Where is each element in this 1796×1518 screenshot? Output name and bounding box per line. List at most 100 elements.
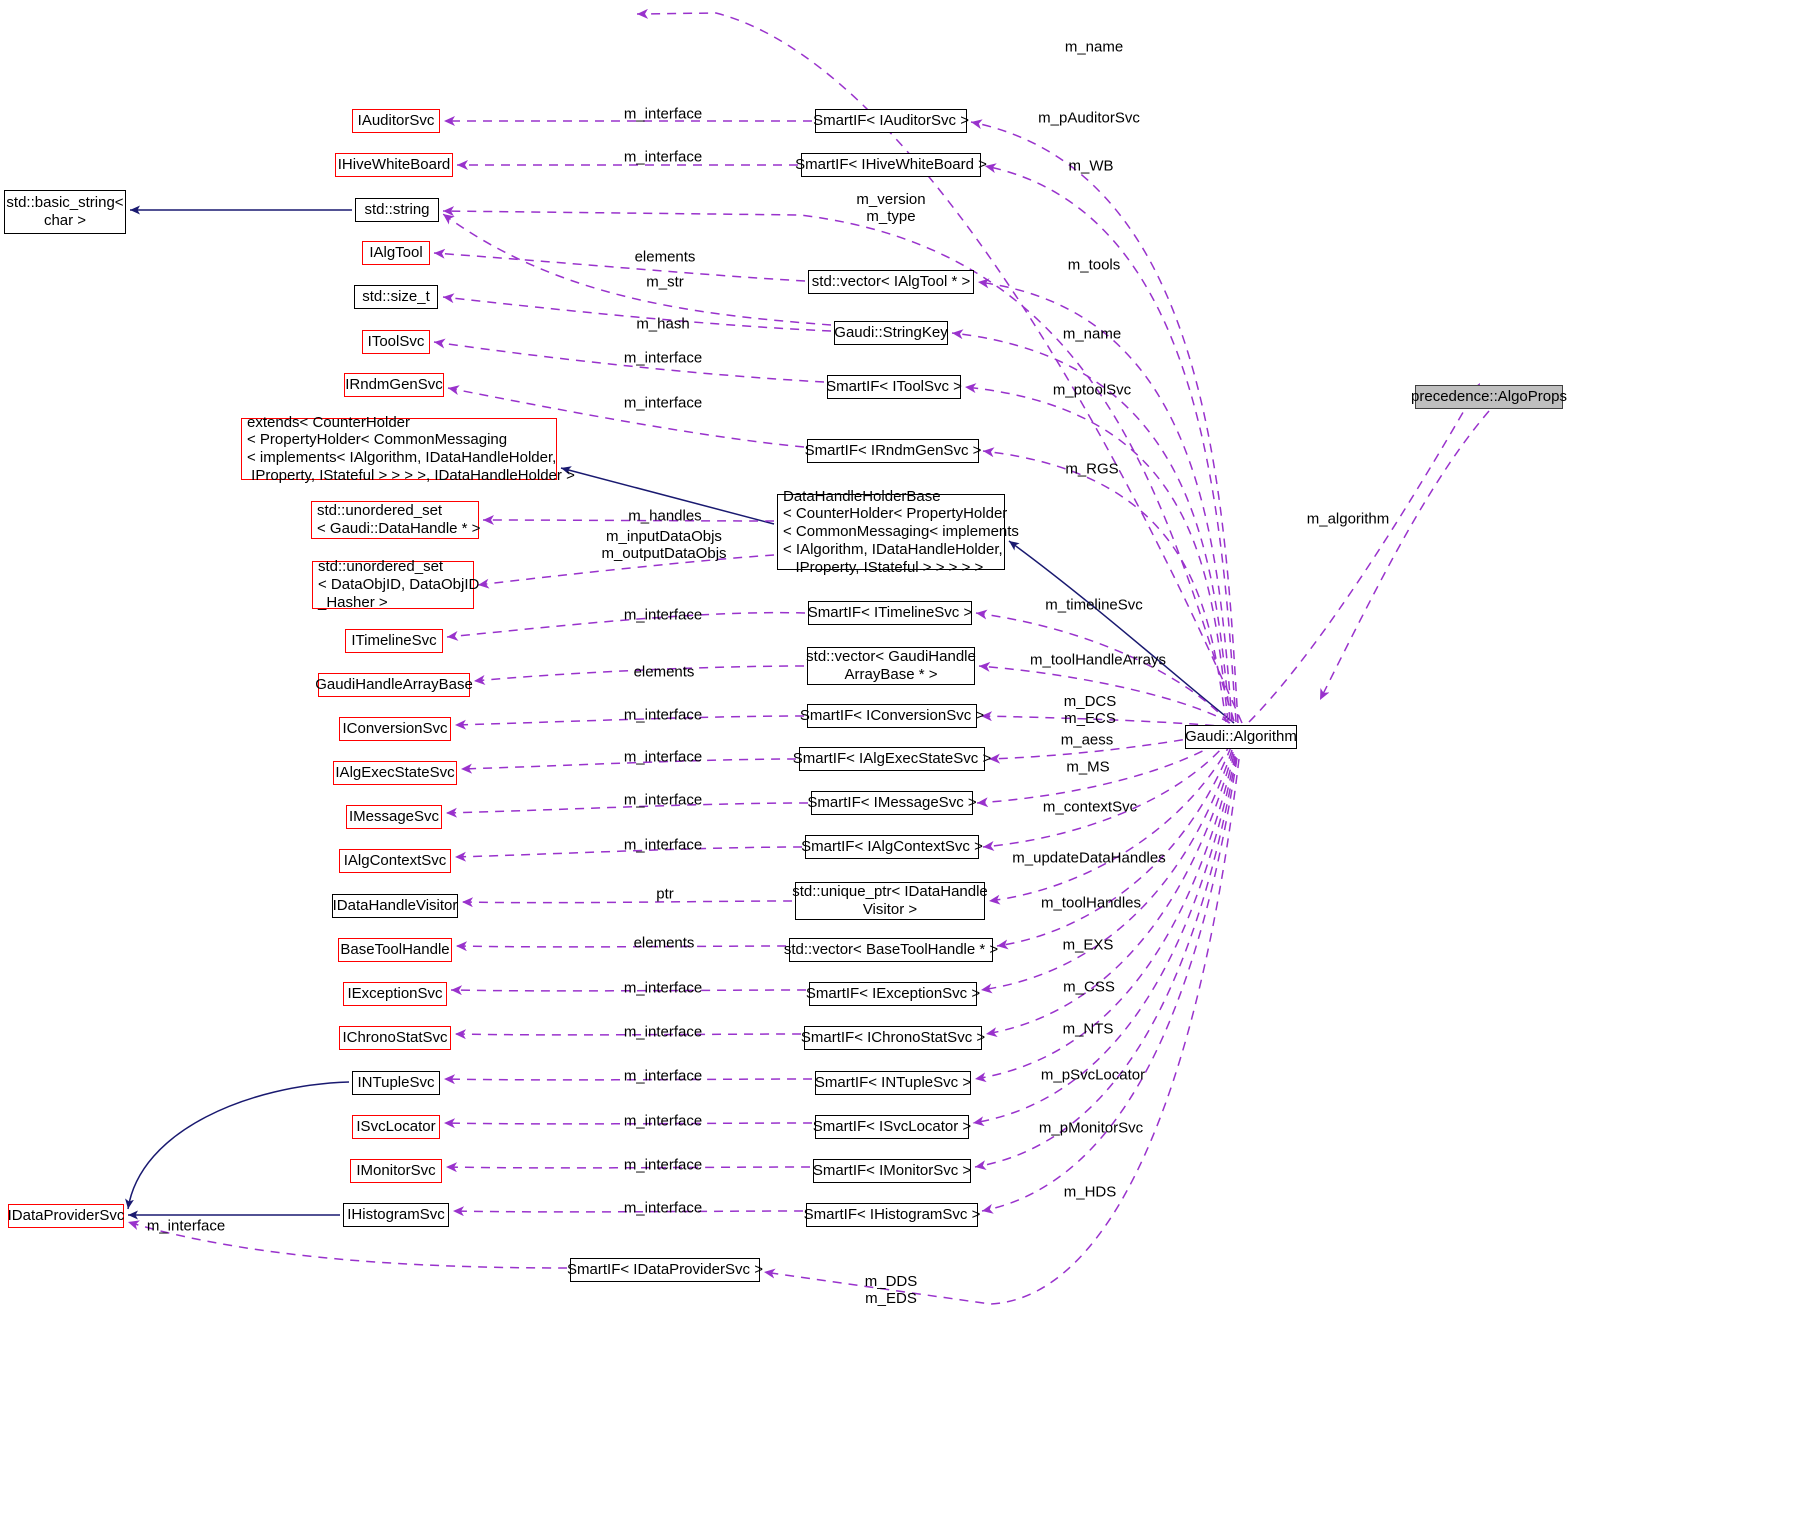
usage-edge-use-CSS <box>985 751 1234 1038</box>
class-node-Gaudi_StringKey[interactable]: Gaudi::StringKey <box>834 321 948 345</box>
usage-edge-use-algoprops-down <box>1319 410 1490 701</box>
edge-label-lbl_m_interface_4: m_interface <box>623 394 703 412</box>
class-node-std_string[interactable]: std::string <box>355 198 439 222</box>
class-node-precedence_AlgoProps[interactable]: precedence::AlgoProps <box>1411 385 1567 409</box>
inheritance-edge-inh-idataprovider <box>125 1081 350 1210</box>
edge-label-lbl_m_interface_16: m_interface <box>146 1217 226 1235</box>
edge-label-lbl_m_toolHandleArrays: m_toolHandleArrays <box>1030 651 1166 669</box>
class-node-vector_BaseToolHandle[interactable]: std::vector< BaseToolHandle * > <box>784 938 998 962</box>
usage-edge-use-ptr <box>461 897 793 908</box>
edge-label-lbl_m_pMonitorSvc: m_pMonitorSvc <box>1038 1119 1144 1137</box>
usage-edge-use-handles <box>482 515 775 526</box>
edge-label-lbl_m_interface_10: m_interface <box>623 979 703 997</box>
class-node-IAlgExecStateSvc[interactable]: IAlgExecStateSvc <box>333 761 457 785</box>
class-node-IMessageSvc[interactable]: IMessageSvc <box>346 805 442 829</box>
class-node-SmartIF_IChronoStatSvc[interactable]: SmartIF< IChronoStatSvc > <box>801 1026 985 1050</box>
usage-edge-use-IChronoStatSvc <box>454 1029 802 1040</box>
class-node-SmartIF_IRndmGenSvc[interactable]: SmartIF< IRndmGenSvc > <box>805 439 981 463</box>
class-node-INTupleSvc[interactable]: INTupleSvc <box>352 1071 440 1095</box>
class-node-SmartIF_IHistogramSvc[interactable]: SmartIF< IHistogramSvc > <box>804 1203 980 1227</box>
edge-label-lbl_m_io_dataobjs: m_inputDataObjs m_outputDataObjs <box>601 527 727 562</box>
edge-label-lbl_m_CSS: m_CSS <box>1063 978 1115 996</box>
class-node-std_size_t[interactable]: std::size_t <box>354 285 438 309</box>
class-node-IExceptionSvc[interactable]: IExceptionSvc <box>343 982 447 1006</box>
class-node-IToolSvc[interactable]: IToolSvc <box>362 330 430 354</box>
class-node-IMonitorSvc[interactable]: IMonitorSvc <box>350 1159 442 1183</box>
usage-edge-use-IExceptionSvc <box>450 985 807 996</box>
class-node-SmartIF_IAlgContextSvc[interactable]: SmartIF< IAlgContextSvc > <box>801 835 983 859</box>
class-node-BaseToolHandle[interactable]: BaseToolHandle <box>338 938 452 962</box>
usage-edge-use-str <box>442 213 832 326</box>
edge-label-lbl_m_EXS: m_EXS <box>1062 936 1114 954</box>
class-node-SmartIF_ITimelineSvc[interactable]: SmartIF< ITimelineSvc > <box>808 601 972 625</box>
usage-edge-use-timelineSvc <box>975 609 1230 724</box>
class-node-unique_ptr_IDataHandleVisitor[interactable]: std::unique_ptr< IDataHandle Visitor > <box>792 882 988 920</box>
class-node-IAuditorSvc[interactable]: IAuditorSvc <box>352 109 440 133</box>
class-node-vector_GaudiHandleArrayBase[interactable]: std::vector< GaudiHandle ArrayBase * > <box>806 647 976 685</box>
class-node-IDataHandleVisitor[interactable]: IDataHandleVisitor <box>332 894 458 918</box>
usage-edge-use-pAuditorSvc <box>970 119 1239 724</box>
edge-label-lbl_m_toolHandles: m_toolHandles <box>1040 894 1142 912</box>
class-node-IRndmGenSvc[interactable]: IRndmGenSvc <box>344 373 444 397</box>
class-node-DataHandleHolderBase[interactable]: DataHandleHolderBase < CounterHolder< Pr… <box>777 488 1019 576</box>
usage-edge-use-contextSvc <box>982 738 1231 851</box>
class-node-SmartIF_IDataProviderSvc[interactable]: SmartIF< IDataProviderSvc > <box>567 1258 763 1282</box>
class-node-Gaudi_Algorithm[interactable]: Gaudi::Algorithm <box>1185 725 1297 749</box>
class-node-IAlgContextSvc[interactable]: IAlgContextSvc <box>339 849 451 873</box>
edge-label-lbl_m_interface_5: m_interface <box>623 606 703 624</box>
usage-edge-use-toolHandleArrays <box>978 661 1231 724</box>
class-node-extends_counter[interactable]: extends< CounterHolder < PropertyHolder<… <box>241 414 575 484</box>
edge-label-lbl_m_str: m_str <box>646 273 684 291</box>
class-node-IHistogramSvc[interactable]: IHistogramSvc <box>343 1203 449 1227</box>
class-node-IDataProviderSvc[interactable]: IDataProviderSvc <box>8 1204 124 1228</box>
usage-edge-use-ITimelineSvc <box>446 611 806 641</box>
usage-edge-use-elements-btool <box>455 941 787 952</box>
edge-label-lbl_m_WB: m_WB <box>1068 157 1114 175</box>
class-node-basic_string[interactable]: std::basic_string< char > <box>4 190 126 234</box>
class-node-IChronoStatSvc[interactable]: IChronoStatSvc <box>339 1026 451 1050</box>
edge-label-lbl_m_RGS: m_RGS <box>1065 460 1119 478</box>
class-node-SmartIF_IConversionSvc[interactable]: SmartIF< IConversionSvc > <box>800 704 984 728</box>
edge-label-lbl_m_handles: m_handles <box>628 507 702 525</box>
edge-label-lbl_elements_2: elements <box>633 663 695 681</box>
class-node-SmartIF_IExceptionSvc[interactable]: SmartIF< IExceptionSvc > <box>806 982 980 1006</box>
usage-edge-use-IMessageSvc <box>445 802 809 818</box>
class-node-SmartIF_IAlgExecStateSvc[interactable]: SmartIF< IAlgExecStateSvc > <box>793 747 991 771</box>
class-node-IConversionSvc[interactable]: IConversionSvc <box>339 717 451 741</box>
edge-label-lbl_m_timelineSvc: m_timelineSvc <box>1045 596 1143 614</box>
edge-label-lbl_m_name_top: m_name <box>1064 38 1124 56</box>
class-node-SmartIF_IMonitorSvc[interactable]: SmartIF< IMonitorSvc > <box>813 1159 971 1183</box>
edge-label-lbl_m_interface_2: m_interface <box>623 148 703 166</box>
class-node-IHiveWhiteBoard[interactable]: IHiveWhiteBoard <box>335 153 453 177</box>
usage-edge-use-toolHandles <box>996 746 1232 950</box>
edge-label-lbl_m_contextSvc: m_contextSvc <box>1042 798 1138 816</box>
inheritance-edge-inh-dhhb <box>1008 540 1235 724</box>
class-node-ISvcLocator[interactable]: ISvcLocator <box>352 1115 440 1139</box>
usage-edge-use-pMonitorSvc <box>974 756 1237 1171</box>
edge-label-lbl_m_interface_6: m_interface <box>623 706 703 724</box>
class-node-SmartIF_IAuditorSvc[interactable]: SmartIF< IAuditorSvc > <box>813 109 969 133</box>
class-node-SmartIF_IMessageSvc[interactable]: SmartIF< IMessageSvc > <box>807 791 977 815</box>
edge-label-lbl_elements_1: elements <box>634 248 696 266</box>
class-node-SmartIF_INTupleSvc[interactable]: SmartIF< INTupleSvc > <box>815 1071 971 1095</box>
class-node-SmartIF_IToolSvc[interactable]: SmartIF< IToolSvc > <box>826 375 962 399</box>
class-node-SmartIF_ISvcLocator[interactable]: SmartIF< ISvcLocator > <box>813 1115 971 1139</box>
edge-label-lbl_m_interface_12: m_interface <box>623 1067 703 1085</box>
usage-edge-use-IAlgContextSvc <box>454 846 803 862</box>
usage-edge-use-updateDataHandles <box>988 742 1232 905</box>
class-node-ITimelineSvc[interactable]: ITimelineSvc <box>345 629 443 653</box>
usage-edge-use-IMonitorSvc <box>445 1162 811 1173</box>
class-node-IAlgTool[interactable]: IAlgTool <box>362 241 430 265</box>
usage-edge-use-RGS <box>982 447 1227 723</box>
edge-label-lbl_m_interface_3: m_interface <box>623 349 703 367</box>
edge-label-lbl_m_aess: m_aess <box>1060 731 1114 749</box>
class-node-GaudiHandleArrayBase[interactable]: GaudiHandleArrayBase <box>315 673 473 697</box>
class-node-SmartIF_IHiveWhiteBoard[interactable]: SmartIF< IHiveWhiteBoard > <box>795 153 987 177</box>
usage-edge-use-IDataProviderSvc <box>127 1220 568 1269</box>
edge-label-lbl_m_interface_11: m_interface <box>623 1023 703 1041</box>
class-node-unordered_set_doid[interactable]: std::unordered_set < DataObjID, DataObjI… <box>312 558 479 611</box>
edge-label-lbl_m_version_type: m_version m_type <box>856 190 926 225</box>
class-node-vector_IAlgTool[interactable]: std::vector< IAlgTool * > <box>808 270 974 294</box>
edge-label-lbl_m_pSvcLocator: m_pSvcLocator <box>1040 1066 1146 1084</box>
class-node-unordered_set_dh[interactable]: std::unordered_set < Gaudi::DataHandle *… <box>311 501 480 539</box>
